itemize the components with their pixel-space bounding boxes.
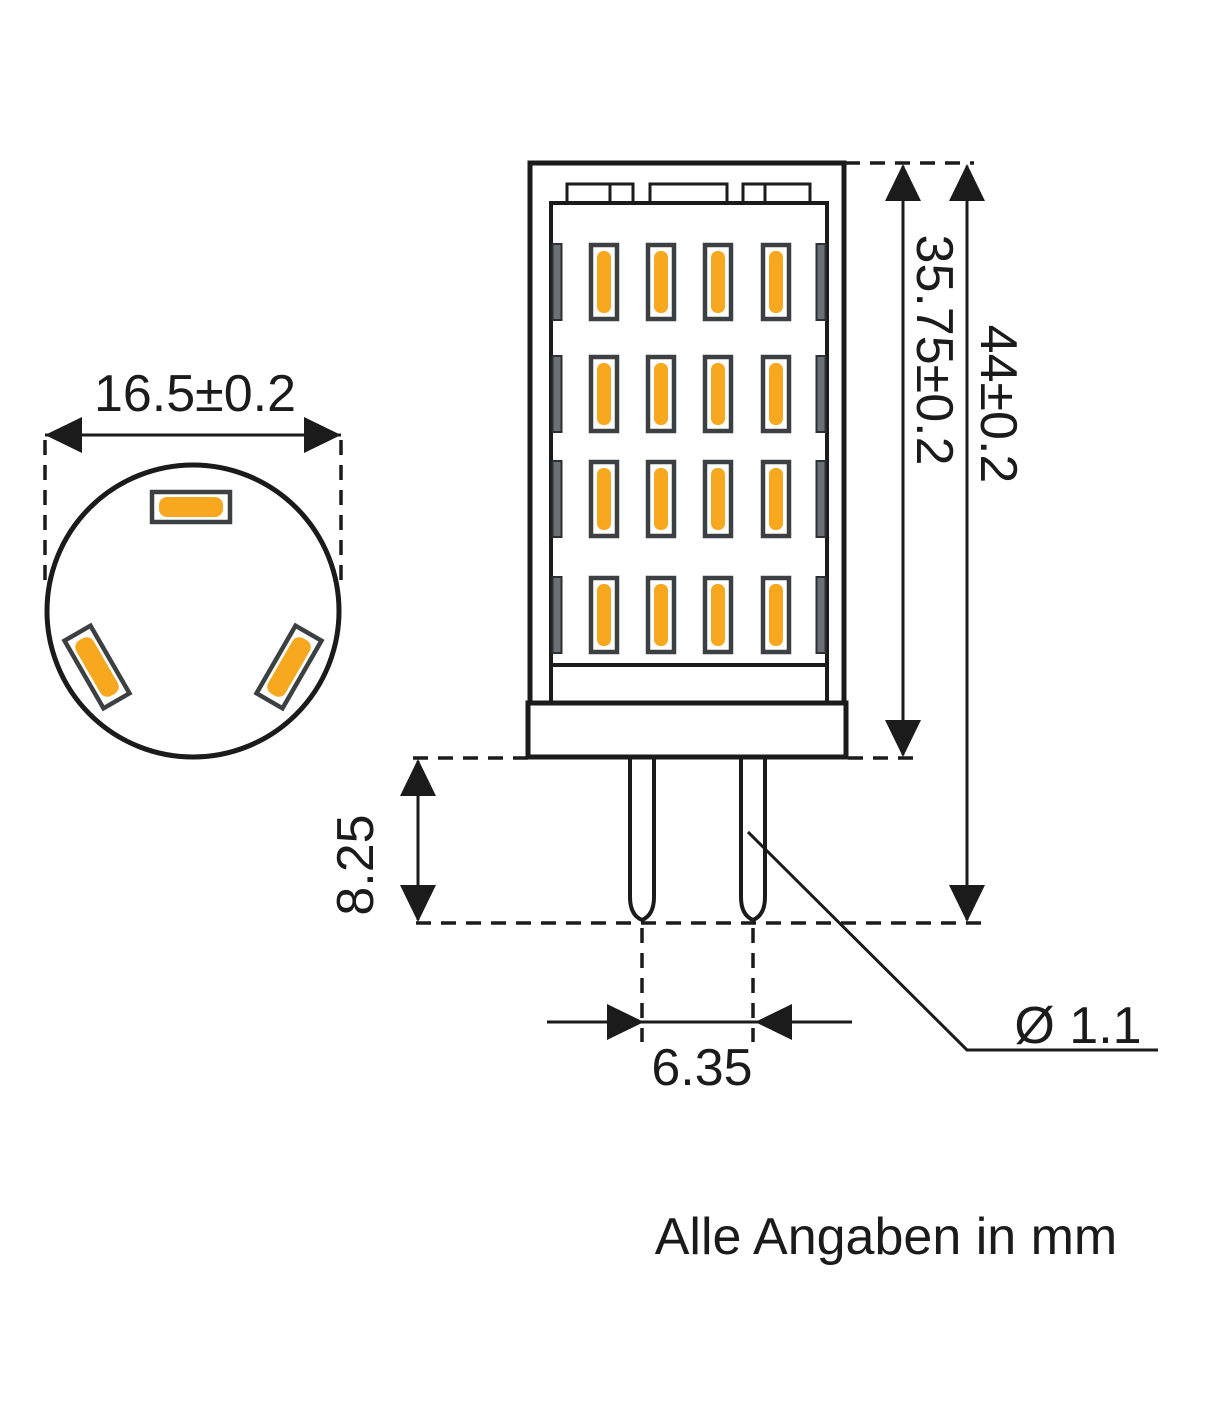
- dim-label-pin-length: 8.25: [327, 814, 385, 915]
- led-chip: [763, 462, 789, 536]
- led-chip: [763, 578, 789, 652]
- led-chip: [648, 357, 674, 431]
- side-led-tick: [815, 243, 827, 321]
- led-chip: [763, 357, 789, 431]
- pin-left: [628, 755, 656, 922]
- side-led-tick: [551, 355, 563, 433]
- top-contact-tabs: [565, 182, 812, 205]
- contact-tab: [565, 182, 612, 205]
- dimension-body-height: 35.75±0.2: [885, 164, 963, 757]
- dimension-pin-diameter: Ø 1.1: [746, 830, 1158, 1055]
- contact-tab: [608, 182, 635, 205]
- led-chip: [648, 245, 674, 319]
- led-chip: [591, 245, 617, 319]
- led-chip-top: [152, 492, 230, 522]
- contact-tab: [741, 182, 767, 205]
- contact-tab: [763, 182, 812, 205]
- led-chip: [705, 462, 731, 536]
- side-led-tick: [551, 243, 563, 321]
- leader-line: [746, 830, 1158, 1052]
- arrowhead-left: [45, 417, 82, 453]
- led-chip: [591, 357, 617, 431]
- arrowhead-up: [949, 164, 985, 201]
- arrowhead-up: [885, 164, 921, 201]
- front-view: [525, 160, 849, 922]
- side-led-tick: [551, 460, 563, 538]
- dimension-annotations: 35.75±0.2 44±0.2 8.25 6.35: [327, 161, 1158, 1097]
- led-chip: [648, 462, 674, 536]
- dimension-pin-pitch: 6.35: [547, 1004, 852, 1097]
- units-note: Alle Angaben in mm: [655, 1208, 1118, 1266]
- dim-label-pin-diameter: Ø 1.1: [1014, 997, 1141, 1055]
- side-led-tick: [815, 576, 827, 654]
- dim-label-overall-height: 44±0.2: [969, 325, 1027, 484]
- arrowhead-down: [885, 720, 921, 757]
- contact-tab: [648, 182, 729, 205]
- arrowhead-down: [400, 885, 436, 922]
- led-chip: [705, 245, 731, 319]
- dim-label-body-height: 35.75±0.2: [905, 235, 963, 466]
- arrowhead-left: [755, 1004, 792, 1040]
- bulb-base: [525, 700, 849, 760]
- led-chip: [591, 578, 617, 652]
- led-chip: [763, 245, 789, 319]
- arrowhead-up: [400, 759, 436, 796]
- top-view: 16.5±0.2: [43, 365, 343, 760]
- side-led-tick: [551, 576, 563, 654]
- arrowhead-right: [304, 417, 341, 453]
- led-chip: [705, 578, 731, 652]
- led-chip: [591, 462, 617, 536]
- arrowhead-down: [949, 885, 985, 922]
- led-chip: [648, 578, 674, 652]
- arrowhead-right: [607, 1004, 644, 1040]
- dimension-overall-height: 44±0.2: [949, 164, 1027, 922]
- dim-label-top-width: 16.5±0.2: [94, 365, 296, 423]
- side-led-tick: [815, 355, 827, 433]
- dim-label-pin-pitch: 6.35: [651, 1039, 752, 1097]
- side-led-tick: [815, 460, 827, 538]
- led-chip: [705, 357, 731, 431]
- dimension-pin-length: 8.25: [327, 759, 436, 922]
